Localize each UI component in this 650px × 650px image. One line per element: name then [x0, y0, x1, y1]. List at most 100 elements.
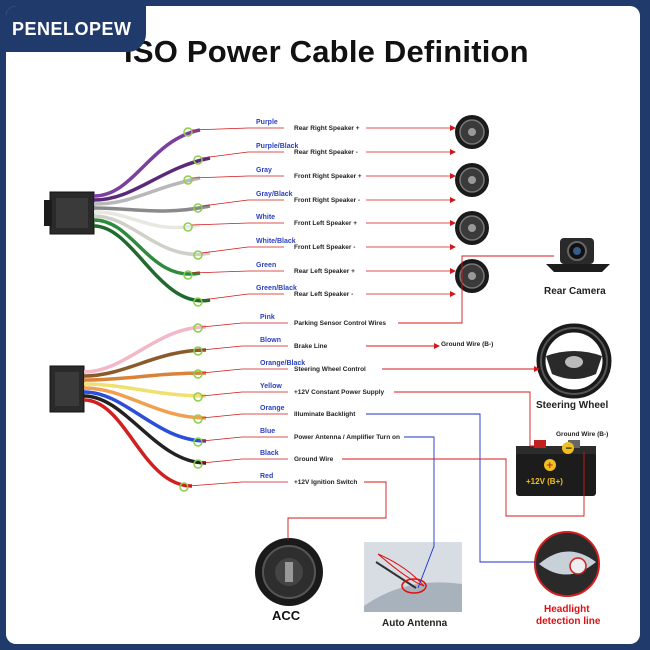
- arrow-head-icon: [450, 268, 456, 274]
- route-parking-camera: [398, 255, 554, 324]
- power-wire: [83, 348, 207, 378]
- arrow-head-icon: [534, 366, 540, 372]
- speaker-wire: [93, 210, 201, 230]
- brand-name: PENELOPEW: [12, 19, 132, 39]
- speaker-group: [455, 115, 489, 293]
- arrow-head-icon: [450, 173, 456, 179]
- speaker-dustcap: [468, 224, 476, 232]
- leader-line: [201, 322, 288, 328]
- wire-color-label: Yellow: [260, 383, 282, 390]
- wire-description: Rear Left Speaker -: [294, 291, 353, 298]
- leader-line: [201, 458, 288, 464]
- diagram-title: ISO Power Cable Definition: [124, 34, 529, 69]
- leader-line: [201, 293, 284, 301]
- wire-marker-icon: [193, 155, 203, 165]
- wire-color-label: Pink: [260, 314, 275, 321]
- wire-description: Illuminate Backlight: [294, 411, 356, 418]
- wire-description: Front Left Speaker -: [294, 244, 355, 251]
- wire-color-label: Purple: [256, 119, 278, 126]
- leader-line: [201, 199, 284, 207]
- svg-text:+: +: [546, 461, 554, 471]
- speaker-wire: [93, 204, 211, 213]
- wire-description: Rear Left Speaker +: [294, 268, 355, 275]
- wire-marker-icon: [193, 297, 203, 307]
- leader-line: [201, 413, 288, 419]
- power-wire: [83, 390, 207, 443]
- arrow-head-icon: [450, 291, 456, 297]
- wire-description: Steering Wheel Control: [294, 366, 366, 373]
- leader-line: [191, 270, 284, 274]
- wire-marker-icon: [183, 222, 193, 232]
- steering-wheel-label: Steering Wheel: [536, 400, 608, 411]
- arrow-head-icon: [450, 197, 456, 203]
- headlight-label-line1: Headlight: [544, 604, 590, 615]
- leader-line: [201, 151, 284, 159]
- svg-text:−: −: [565, 444, 573, 454]
- rear-camera-label: Rear Camera: [544, 286, 606, 297]
- wire-description: Brake Line: [294, 343, 328, 350]
- wire-description: Front Left Speaker +: [294, 220, 357, 227]
- wire-marker-icon: [193, 203, 203, 213]
- diagram-frame: PENELOPEW ISO Power Cable Definition Pur…: [6, 6, 640, 644]
- leader-line: [201, 345, 288, 351]
- battery-ground-label: Ground Wire (B-): [556, 431, 608, 438]
- wire-marker-icon: [193, 437, 203, 447]
- wire-description: Parking Sensor Control Wires: [294, 320, 386, 327]
- antenna-photo-icon: [364, 542, 462, 612]
- wire-description: Front Right Speaker -: [294, 197, 360, 204]
- ignition-key-icon: [255, 538, 323, 606]
- wire-marker-icon: [193, 414, 203, 424]
- power-wire: [83, 325, 207, 374]
- power-wire: [83, 394, 207, 465]
- leader-line: [187, 481, 288, 487]
- wire-color-label: Blue: [260, 428, 275, 435]
- leader-line: [201, 368, 288, 374]
- power-wire: [83, 386, 207, 420]
- iso-connector-power: [49, 365, 85, 413]
- steering-wheel-icon: [536, 323, 612, 399]
- wire-description: +12V Constant Power Supply: [294, 389, 385, 396]
- arrow-head-icon: [450, 149, 456, 155]
- wire-color-label: Gray/Black: [256, 191, 293, 198]
- power-wire: [83, 371, 207, 382]
- arrow-head-icon: [450, 220, 456, 226]
- wire-marker-icon: [183, 127, 193, 137]
- speaker-dustcap: [468, 176, 476, 184]
- wire-marker-icon: [193, 323, 203, 333]
- wire-description: Rear Right Speaker -: [294, 149, 358, 156]
- arrow-head-icon: [450, 125, 456, 131]
- route-constant-power: [394, 391, 540, 447]
- leader-line: [191, 127, 284, 131]
- battery-icon: + −: [516, 440, 596, 496]
- leader-line: [201, 436, 288, 442]
- wire-description: Power Antenna / Amplifier Turn on: [294, 434, 400, 441]
- wire-color-label: Red: [260, 473, 273, 480]
- power-wire: [83, 398, 193, 488]
- acc-label: ACC: [272, 608, 301, 623]
- arrow-head-icon: [434, 343, 440, 349]
- wire-color-label: White: [256, 214, 275, 221]
- route-ignition: [287, 481, 387, 540]
- wire-color-label: Green: [256, 262, 276, 269]
- leader-line: [191, 222, 284, 226]
- brake-ground-label: Ground Wire (B-): [441, 341, 493, 348]
- routing-lines: [287, 255, 585, 589]
- speaker-dustcap: [468, 272, 476, 280]
- wire-marker-icon: [193, 369, 203, 379]
- route-backlight: [366, 413, 536, 563]
- route-antenna: [404, 436, 435, 589]
- wire-color-label: Purple/Black: [256, 143, 299, 150]
- wire-color-label: Green/Black: [256, 285, 297, 292]
- speaker-wire: [93, 176, 201, 206]
- speaker-dustcap: [468, 128, 476, 136]
- wire-marker-icon: [193, 459, 203, 469]
- wire-description: Rear Right Speaker +: [294, 125, 360, 132]
- headlight-label-line2: detection line: [536, 616, 601, 627]
- route-ground: [342, 452, 585, 517]
- speaker-wire: [93, 214, 211, 257]
- iso-connector-speakers: [44, 191, 95, 235]
- leader-line: [191, 175, 284, 179]
